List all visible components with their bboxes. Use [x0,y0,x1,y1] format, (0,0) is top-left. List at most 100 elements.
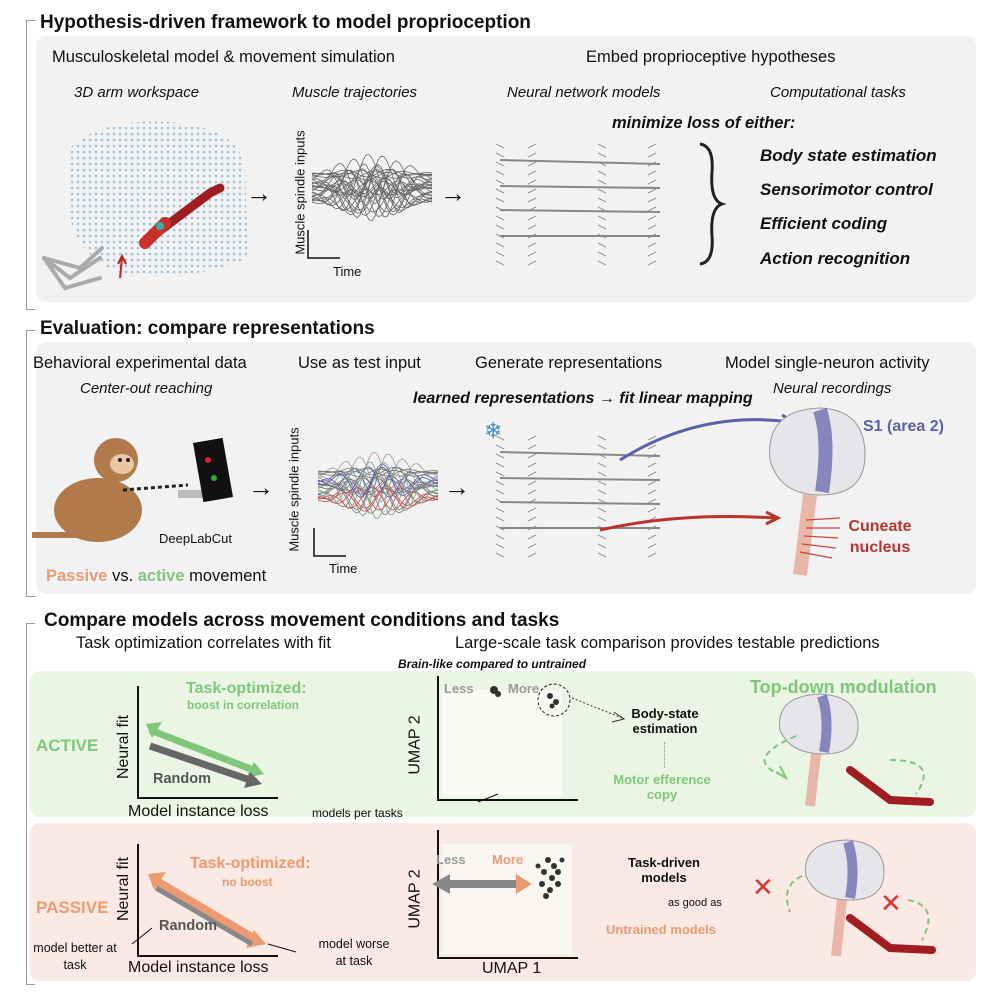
trajectory-trace [317,475,439,493]
nn-node [495,215,505,221]
nn-node [647,435,657,441]
neural-recordings-label: Neural recordings [773,380,892,397]
nn-node [647,152,657,158]
brain-illustration [769,407,866,576]
nn-node [495,152,505,158]
nn-connection [499,501,661,505]
dotted-pointer-arrow [571,697,626,723]
active-more: More [508,681,540,696]
nn-node [527,516,537,522]
trajectory-trace [311,189,433,214]
nn-node [527,480,537,486]
mapping-label: learned representations → fit linear map… [413,390,753,407]
generate-header: Generate representations [475,354,663,372]
nn-node [597,215,607,221]
nn-node [597,179,607,185]
nn-connection [499,185,661,189]
task-driven-label: Task-driven models [627,855,700,885]
nn-node [495,435,505,441]
nn-connection [499,209,661,213]
arrow-right-icon: → [444,472,470,502]
nn-node [597,197,607,203]
neural-fit-ylabel: Neural fit [115,856,133,922]
trajectory-trace [311,177,433,216]
passive-brain-arm-illustration: ✕ ✕ [752,839,936,957]
nn-node [495,552,505,558]
nn-node [597,143,607,149]
nn-node [527,471,537,477]
comp-tasks-label: Computational tasks [770,84,906,101]
movement-word: movement [184,567,267,585]
section3-left-header: Task optimization correlates with fit [76,634,331,652]
nn-node [527,251,537,257]
nn-node [647,489,657,495]
nn-node [495,242,505,248]
active-task-opt: Task-optimized: [186,680,307,697]
nn-node [597,489,607,495]
nn-node [647,462,657,468]
nn-node [495,516,505,522]
cross-icon: ✕ [752,872,774,902]
arm-model-icon [139,183,225,249]
vs-word: vs. [107,567,138,585]
nn-node [597,444,607,450]
active-fit-plot [137,686,278,799]
nn-node [647,552,657,558]
neural-network-diagram [495,143,661,266]
trajectory-trace [311,158,433,205]
nn-node [527,161,537,167]
muscle-spindle-ylabel: Muscle spindle inputs [286,427,302,552]
nn-node [647,224,657,230]
nn-node [495,224,505,230]
muscle-trajectories-plot [307,153,433,259]
nn-node [527,534,537,540]
trajectory-trace [317,456,439,503]
nn-node [597,516,607,522]
active-random: Random [153,771,211,787]
nn-node [647,480,657,486]
nn-node [495,260,505,266]
nn-node [647,260,657,266]
arrow-right-icon: → [248,472,274,502]
model-better-label: model better at task [33,941,117,972]
model-loss-xlabel: Model instance loss [128,803,269,820]
nn-node [597,152,607,158]
arrow-right-icon: → [246,178,272,208]
task-efficient-coding: Efficient coding [760,214,888,233]
nn-node [527,444,537,450]
trajectory-trace [317,453,439,501]
passive-task-sub: no boost [222,875,273,889]
nn-node [647,179,657,185]
active-brain-arm-illustration [763,693,934,807]
arrow-up-icon [119,257,123,279]
passive-active-label: Passive vs. active movement [46,567,266,586]
model-neuron-header: Model single-neuron activity [725,354,930,372]
trajectory-trace [311,171,433,181]
nn-node [527,224,537,230]
nn-node [647,206,657,212]
nn-node [597,170,607,176]
nn-node [527,188,537,194]
muscle-trajectories-colored-plot [313,451,439,557]
section1-title: Hypothesis-driven framework to model pro… [40,12,531,33]
nn-node [527,489,537,495]
nn-connection [499,159,661,165]
passive-word: Passive [46,567,108,585]
nn-node [495,143,505,149]
nn-node [495,179,505,185]
task-body-state: Body state estimation [760,146,937,165]
nn-node [527,453,537,459]
trajectory-trace [311,177,433,195]
center-out-label: Center-out reaching [80,380,213,397]
nn-node [597,224,607,230]
passive-umap-plot [432,830,578,959]
umap1-xlabel: UMAP 1 [482,960,542,977]
workspace-label: 3D arm workspace [74,84,200,101]
nn-node [647,242,657,248]
neural-network-diagram [495,435,661,558]
umap2-ylabel: UMAP 2 [406,869,424,929]
nn-node [597,534,607,540]
task-sensorimotor: Sensorimotor control [760,180,933,199]
passive-more: More [492,852,524,867]
nn-node [527,507,537,513]
